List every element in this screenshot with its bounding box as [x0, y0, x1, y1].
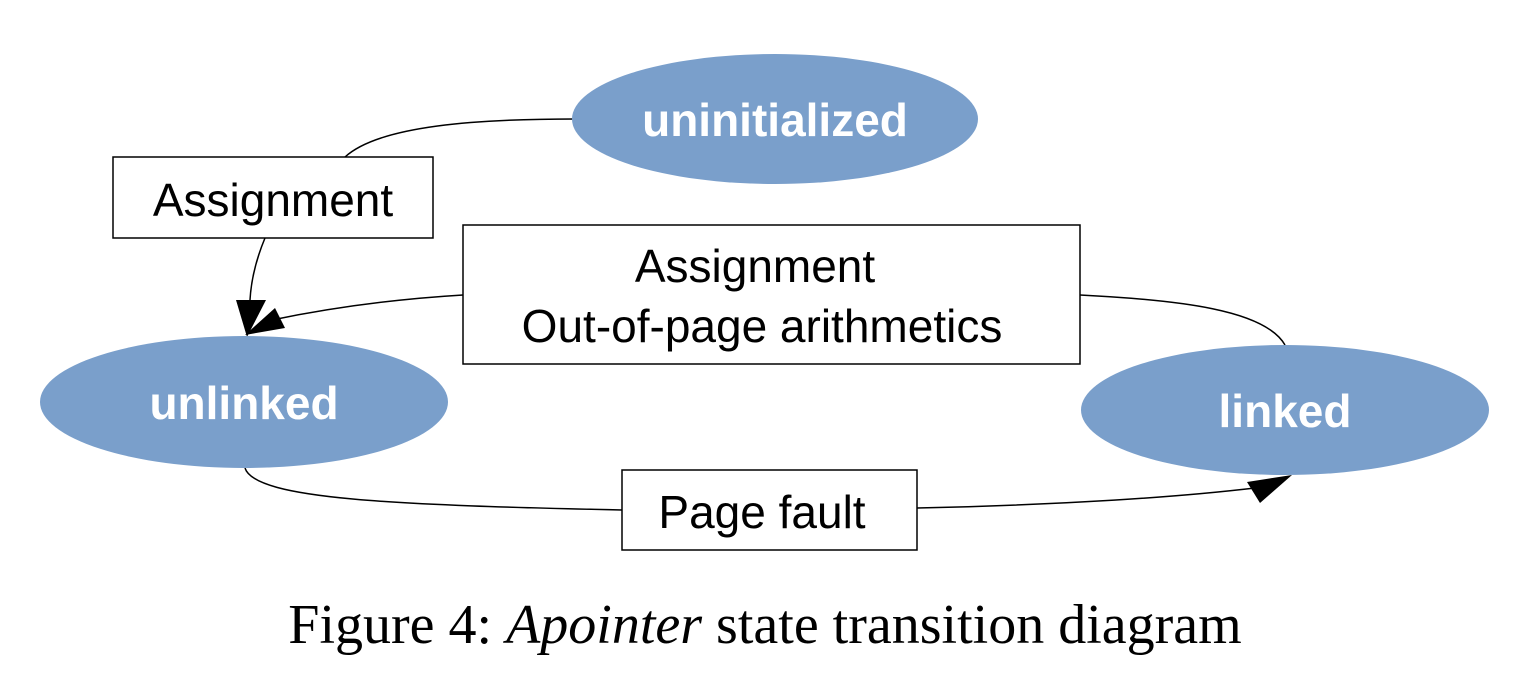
edge-line-label-to-unlinked — [271, 294, 464, 321]
node-uninitialized: uninitialized — [572, 54, 978, 184]
edge-line-label-to-linked — [916, 487, 1256, 509]
node-unlinked: unlinked — [40, 336, 448, 468]
edge-label-assignment-line1: Assignment — [635, 240, 876, 292]
node-uninitialized-shape — [572, 54, 978, 184]
caption-suffix: state transition diagram — [716, 594, 1242, 656]
figure-caption: Figure 4: Apointer state transition diag… — [288, 594, 1241, 656]
node-uninitialized-label: uninitialized — [642, 94, 908, 146]
edge-line-linked-to-label — [1079, 294, 1286, 346]
edge-label-box-assignment — [112, 156, 434, 239]
node-unlinked-label: unlinked — [149, 377, 338, 429]
edge-line-unlinked-to-label — [244, 467, 623, 511]
edge-label-box-page-fault — [621, 469, 918, 551]
arrowhead-into-unlinked-from-linked — [245, 308, 285, 335]
node-unlinked-shape — [40, 336, 448, 468]
arrowhead-into-unlinked — [236, 300, 266, 337]
edge-linked-to-unlinked: Assignment Out-of-page arithmetics — [245, 224, 1286, 365]
edge-line-uninitialized-to-unlinked-lower — [249, 237, 266, 301]
edge-uninitialized-to-unlinked: Assignment — [112, 118, 576, 337]
edge-line-uninitialized-to-unlinked — [344, 118, 576, 158]
edge-unlinked-to-linked: Page fault — [244, 467, 1292, 551]
edge-label-assignment: Assignment — [153, 174, 394, 226]
arrowhead-into-linked — [1247, 475, 1292, 503]
node-linked-shape — [1081, 345, 1489, 475]
edge-label-out-of-page-arithmetics: Out-of-page arithmetics — [522, 300, 1003, 352]
edge-label-box-assignment-arithmetics — [462, 224, 1081, 365]
caption-prefix: Figure 4: — [288, 594, 492, 656]
caption-emphasis: Apointer — [502, 594, 702, 656]
node-linked-label: linked — [1219, 385, 1352, 437]
edge-label-page-fault: Page fault — [658, 486, 865, 538]
node-linked: linked — [1081, 345, 1489, 475]
